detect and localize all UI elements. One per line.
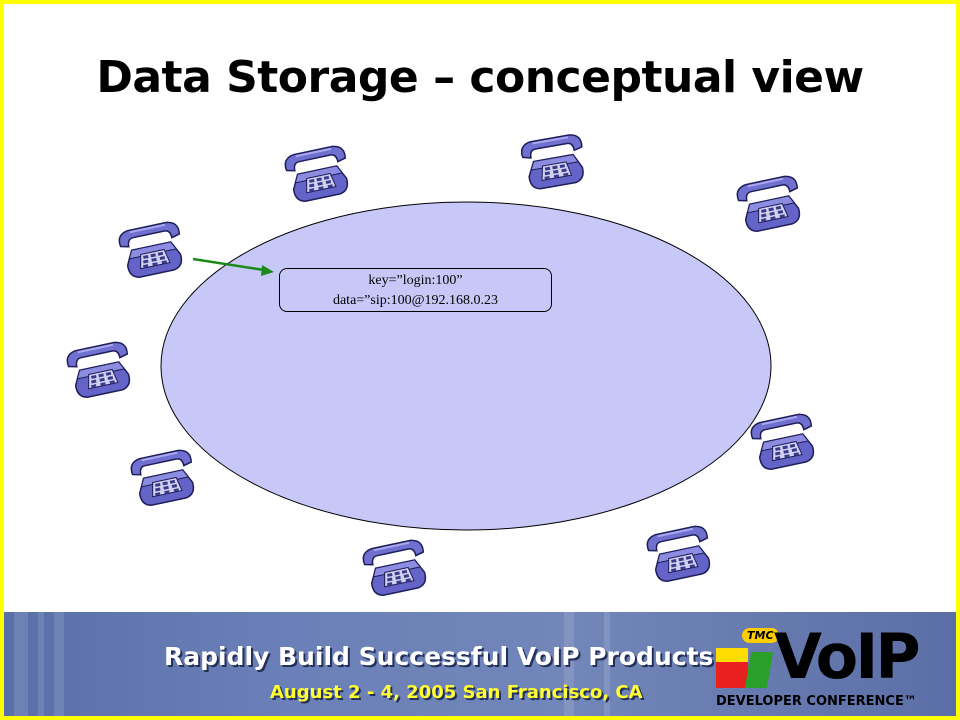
logo-voip: VoIP	[774, 620, 921, 693]
banner-stripe	[14, 612, 28, 716]
telephone-icon	[748, 411, 820, 473]
data-record: key=”login:100” data=”sip:100@192.168.0.…	[279, 268, 552, 312]
record-data: data=”sip:100@192.168.0.23	[332, 293, 499, 308]
banner-tagline: Rapidly Build Successful VoIP Products	[164, 642, 714, 671]
slide-title: Data Storage – conceptual view	[96, 52, 864, 103]
banner-dates: August 2 - 4, 2005 San Francisco, CA	[270, 682, 643, 703]
banner-stripe	[38, 612, 44, 716]
record-key: key=”login:100”	[368, 273, 463, 288]
telephone-icon	[360, 537, 432, 599]
logo-red-block	[716, 662, 748, 688]
telephone-icon	[644, 523, 716, 585]
logo-yellow-block	[716, 648, 748, 662]
telephone-icon	[519, 132, 589, 192]
telephone-icon	[282, 143, 354, 205]
telephone-icon	[128, 447, 200, 509]
logo-conference: DEVELOPER CONFERENCE™	[716, 694, 917, 709]
telephone-icon	[734, 173, 806, 235]
logo-green-block	[744, 652, 774, 688]
arrow	[192, 257, 274, 276]
banner-stripe	[54, 612, 64, 716]
storage-ring	[160, 201, 772, 531]
telephone-icon	[116, 219, 188, 281]
banner-stripe	[604, 612, 610, 716]
telephone-icon	[64, 339, 136, 401]
logo-tmc: TMC	[742, 628, 779, 643]
conference-banner: Rapidly Build Successful VoIP Products A…	[4, 612, 956, 716]
voip-logo: TMC VoIP DEVELOPER CONFERENCE™	[712, 620, 948, 712]
banner-stripe	[564, 612, 574, 716]
